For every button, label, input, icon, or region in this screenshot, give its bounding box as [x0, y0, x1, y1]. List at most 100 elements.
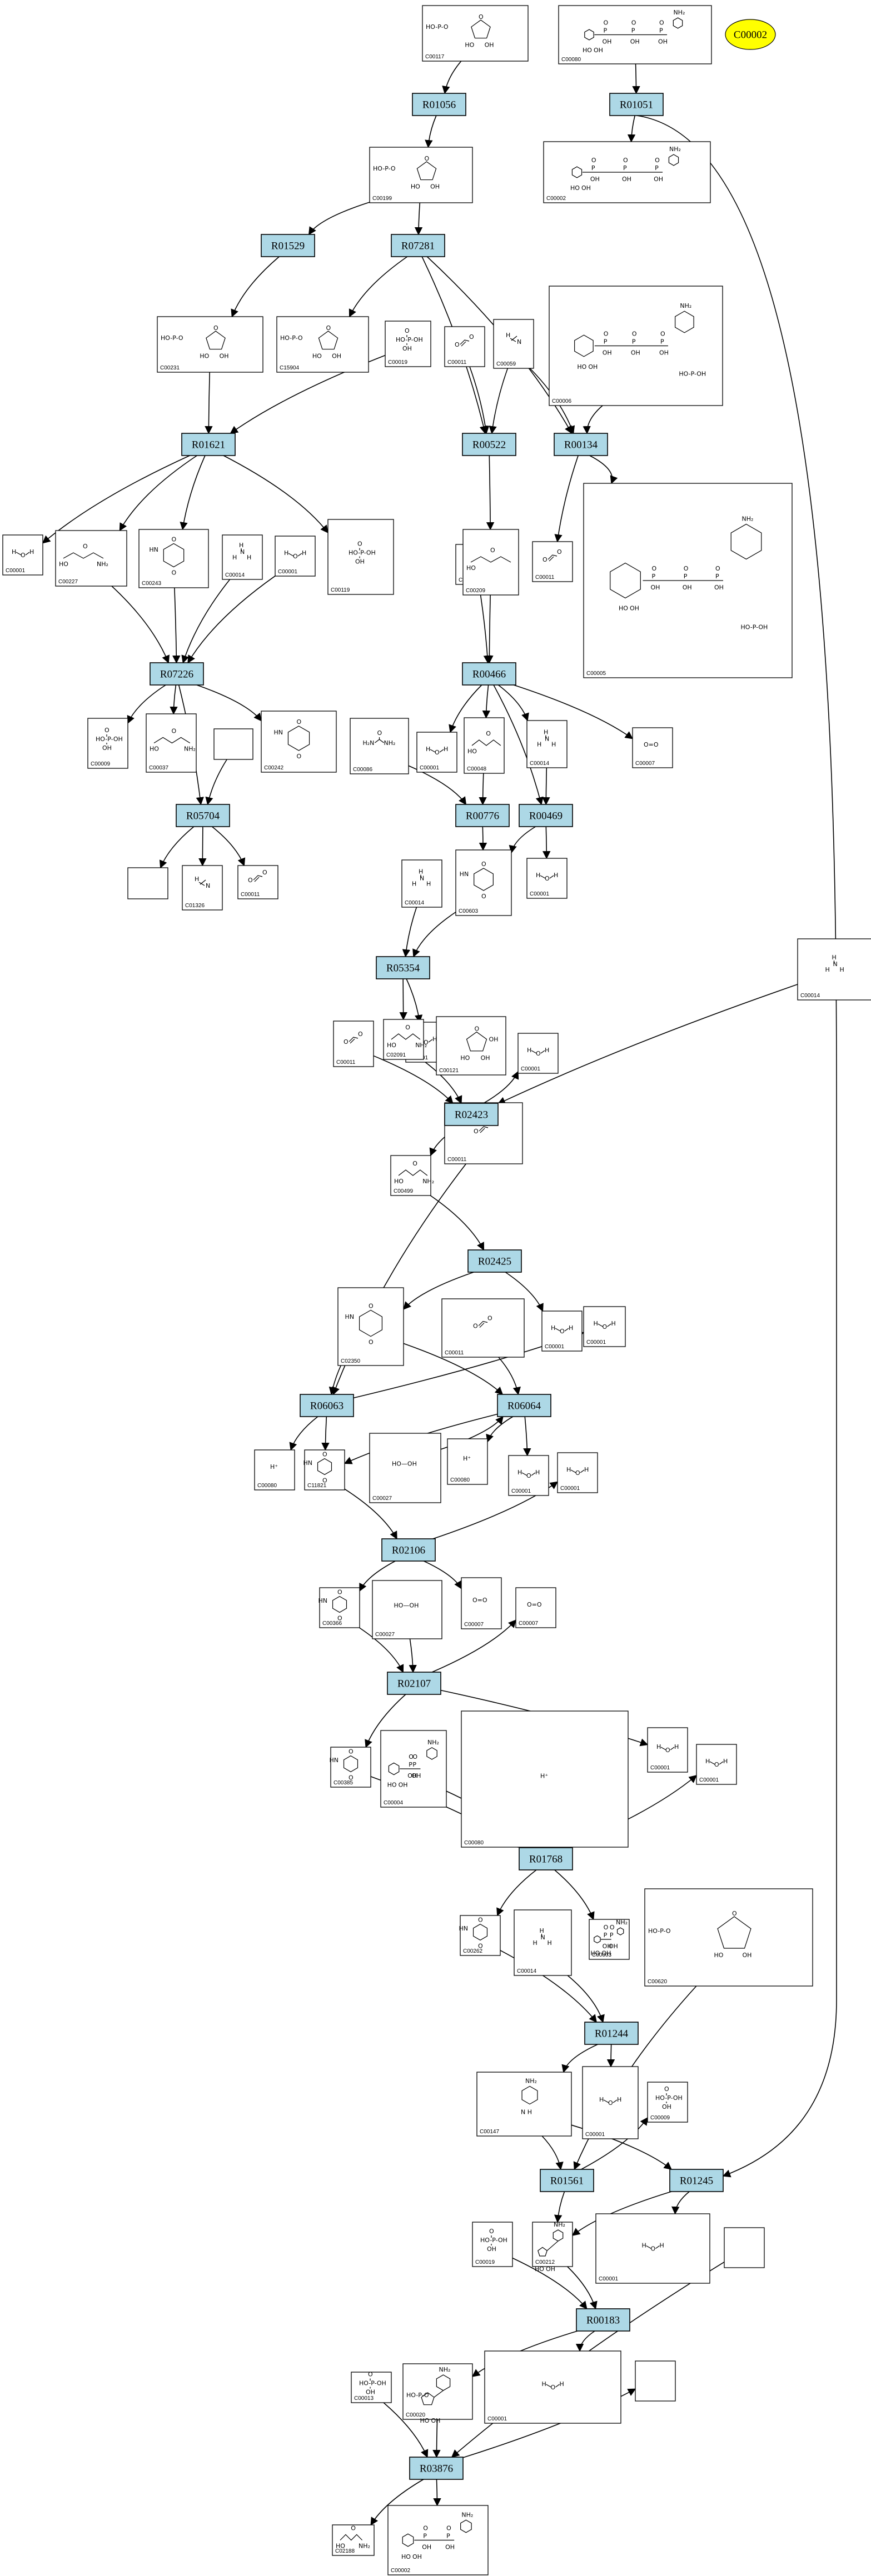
reaction-node-r00469[interactable]: R00469	[519, 804, 573, 827]
reaction-node-r00522[interactable]: R00522	[462, 433, 516, 456]
compound-node[interactable]: H⁺C00080	[461, 1710, 629, 1848]
reaction-node-r01244[interactable]: R01244	[584, 2022, 639, 2045]
reaction-node-r02107[interactable]: R02107	[387, 1672, 441, 1695]
reaction-node-r00466[interactable]: R00466	[462, 662, 516, 686]
reaction-node-r00776[interactable]: R00776	[455, 804, 510, 827]
compound-node[interactable]	[127, 867, 168, 899]
reaction-node-r03876[interactable]: R03876	[409, 2457, 464, 2480]
compound-node[interactable]	[213, 728, 253, 760]
reaction-node-r01768[interactable]: R01768	[519, 1847, 573, 1870]
reaction-node-r02423[interactable]: R02423	[444, 1103, 499, 1126]
reaction-node-r01051[interactable]: R01051	[609, 93, 664, 116]
reaction-node-r06063[interactable]: R06063	[300, 1394, 354, 1417]
reaction-node-r01561[interactable]: R01561	[540, 2169, 594, 2192]
reaction-node-r02106[interactable]: R02106	[381, 1538, 436, 1562]
compound-node[interactable]: H⁺C00080	[254, 1449, 295, 1490]
reaction-node-r07281[interactable]: R07281	[391, 234, 445, 257]
compound-node[interactable]: H⁺C00080	[447, 1438, 488, 1485]
reaction-node-r00134[interactable]: R00134	[554, 433, 608, 456]
reaction-node-r01056[interactable]: R01056	[412, 93, 466, 116]
reaction-node-r01529[interactable]: R01529	[261, 234, 315, 257]
reaction-node-r05354[interactable]: R05354	[376, 956, 430, 979]
highlight-ellipse[interactable]: C00002	[725, 19, 776, 50]
reaction-node-r01621[interactable]: R01621	[181, 433, 236, 456]
reaction-node-r05704[interactable]: R05704	[176, 804, 230, 827]
reaction-node-r01245[interactable]: R01245	[669, 2169, 724, 2192]
compound-node[interactable]	[724, 2227, 765, 2268]
reaction-node-r07226[interactable]: R07226	[150, 662, 204, 686]
reaction-node-r00183[interactable]: R00183	[576, 2308, 630, 2332]
compound-node[interactable]	[635, 2360, 676, 2402]
reaction-node-r06064[interactable]: R06064	[497, 1394, 551, 1417]
reaction-node-r02425[interactable]: R02425	[467, 1249, 522, 1273]
